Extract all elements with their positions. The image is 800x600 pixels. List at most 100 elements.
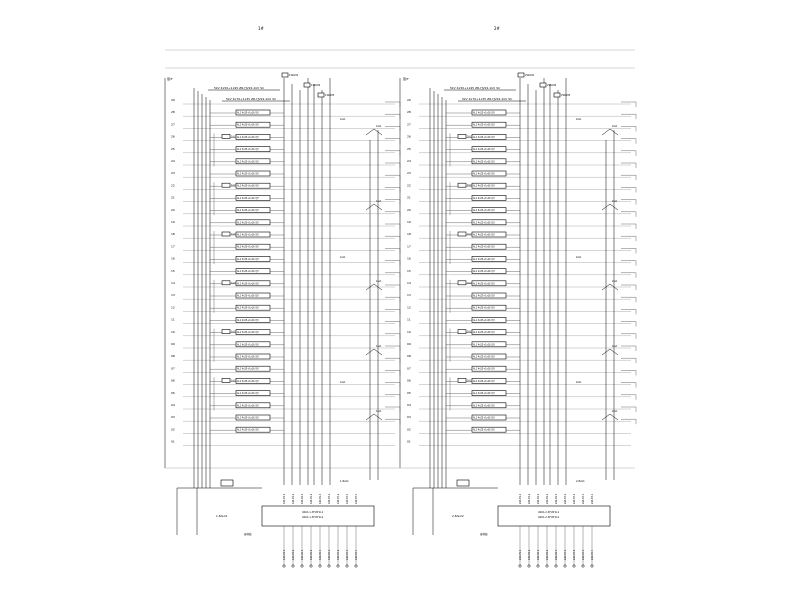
floor-panel-text: AL1 4x25+1x16 YJV	[473, 234, 495, 237]
riser-junction	[365, 348, 383, 356]
terminal	[291, 564, 295, 568]
floor-panel-text: AL1 4x25+1x16 YJV	[237, 197, 259, 200]
ground-label: 接地线	[244, 532, 252, 536]
floor-panel	[471, 390, 507, 396]
cable-spec-2: 5kV 4x70+1x35 ZR-YJV22-1kV SC	[226, 97, 276, 101]
floor-panel-text: AL1 4x25+1x16 YJV	[473, 136, 495, 139]
floor-number: 01	[171, 440, 175, 444]
outgoing-feeder-label: 2WLM1-1	[519, 493, 522, 504]
floor-panel-text: AL1 4x25+1x16 YJV	[237, 307, 259, 310]
ground-label: 接地线	[480, 532, 488, 536]
floor-panel	[235, 353, 271, 360]
floor-number: 05	[171, 391, 175, 395]
floor-number: 21	[407, 196, 411, 200]
floor-number: 26	[171, 135, 175, 139]
floor-number: 15	[407, 269, 411, 273]
floor-panel	[235, 109, 271, 116]
floor-panel-text: AL1 4x25+1x16 YJV	[473, 112, 495, 115]
floor-panel-text: AL1 4x25+1x16 YJV	[237, 331, 259, 334]
floor-panel-text: AL1 4x25+1x16 YJV	[237, 160, 259, 163]
junction-tag: 2AL1	[612, 280, 618, 283]
floor-panel-text: AL1 4x25+1x16 YJV	[237, 270, 259, 273]
floor-number: 27	[171, 122, 175, 126]
floor-panel	[235, 231, 271, 238]
main-switchboard	[497, 505, 611, 527]
outgoing-feeder-label: 2WLM2-2	[546, 493, 549, 504]
floor-panel-text: AL1 4x25+1x16 YJV	[473, 258, 495, 261]
floor-panel-text: AL1 4x25+1x16 YJV	[473, 429, 495, 432]
bottom-box	[220, 479, 234, 487]
floor-panel-text: AL1 4x25+1x16 YJV	[473, 295, 495, 298]
outgoing-feeder-label: 1WLM1-1	[283, 549, 286, 560]
floor-header: 层/F	[167, 76, 173, 81]
mid-tag: 2AL1	[576, 256, 582, 259]
floor-panel	[235, 390, 271, 396]
terminal	[590, 564, 594, 568]
floor-number: 13	[407, 293, 411, 297]
outgoing-feeder-label: 2WLM3-1	[564, 549, 567, 560]
panel-label: 400A 2-3F/AT1L1	[538, 510, 560, 514]
floor-panel	[235, 243, 271, 250]
floor-panel	[471, 341, 507, 348]
riser-label: 2WLM3	[561, 93, 571, 97]
floor-panel	[471, 256, 507, 262]
group-switch	[457, 329, 467, 334]
floor-panel	[235, 195, 271, 201]
floor-number: 18	[407, 232, 411, 236]
group-tag: 2AL1	[467, 135, 473, 138]
floor-number: 27	[407, 122, 411, 126]
floor-panel-text: AL1 4x25+1x16 YJV	[473, 417, 495, 420]
riser-box	[517, 72, 525, 78]
floor-number: 03	[407, 415, 411, 419]
group-switch	[221, 280, 231, 286]
group-switch	[221, 329, 231, 334]
outgoing-feeder-label: 1WLM3-2	[337, 493, 340, 504]
floor-panel	[471, 243, 507, 250]
outgoing-feeder-label: 2WLM3-1	[564, 493, 567, 504]
floor-number: 06	[171, 379, 175, 383]
riser-label: 2WLM1	[525, 73, 535, 77]
group-tag: 1AL1	[231, 331, 237, 334]
floor-number: 18	[171, 232, 175, 236]
floor-header: 层/F	[403, 76, 409, 81]
group-switch	[221, 378, 231, 383]
riser-junction	[601, 348, 619, 356]
group-switch	[457, 280, 467, 286]
floor-panel-text: AL1 4x25+1x16 YJV	[473, 148, 495, 151]
outgoing-feeder-label: 2WLM3-3	[582, 549, 585, 560]
floor-number: 16	[171, 257, 175, 261]
floor-panel	[471, 158, 507, 165]
group-switch	[221, 134, 231, 139]
floor-panel	[471, 292, 507, 299]
junction-tag: 2AL1	[612, 345, 618, 348]
floor-number: 16	[407, 257, 411, 261]
floor-panel-text: AL1 4x25+1x16 YJV	[237, 112, 259, 115]
floor-panel-text: AL1 4x25+1x16 YJV	[237, 185, 259, 188]
floor-panel-text: AL1 4x25+1x16 YJV	[237, 148, 259, 151]
cable-spec-1: 5kV 4x50+1x95 ZR-YJV22-1kV SC	[214, 86, 264, 90]
floor-panel	[235, 317, 271, 323]
floor-panel	[471, 365, 507, 372]
floor-number: 08	[407, 354, 411, 358]
floor-number: 25	[407, 147, 411, 151]
outgoing-feeder-label: 1WLM2-2	[310, 493, 313, 504]
bottom-box-label: 2-8AL22	[452, 514, 464, 518]
floor-number: 28	[407, 110, 411, 114]
terminal	[345, 564, 349, 568]
floor-panel	[471, 402, 507, 409]
group-switch	[457, 231, 467, 237]
floor-panel-text: AL1 4x25+1x16 YJV	[473, 380, 495, 383]
terminal	[354, 564, 358, 568]
floor-panel-text: AL1 4x25+1x16 YJV	[473, 307, 495, 310]
group-tag: 2AL1	[467, 282, 473, 285]
main-switchboard	[261, 505, 375, 527]
outgoing-feeder-label: 1WLM1-2	[292, 493, 295, 504]
floor-panel	[235, 280, 271, 287]
riser-junction	[365, 203, 383, 211]
floor-panel	[235, 426, 271, 433]
floor-panel-text: AL1 4x25+1x16 YJV	[237, 392, 259, 395]
junction-tag: 1AL1	[376, 280, 382, 283]
group-tag: 1AL1	[231, 135, 237, 138]
group-tag: 1AL1	[231, 379, 237, 382]
floor-panel	[471, 280, 507, 287]
